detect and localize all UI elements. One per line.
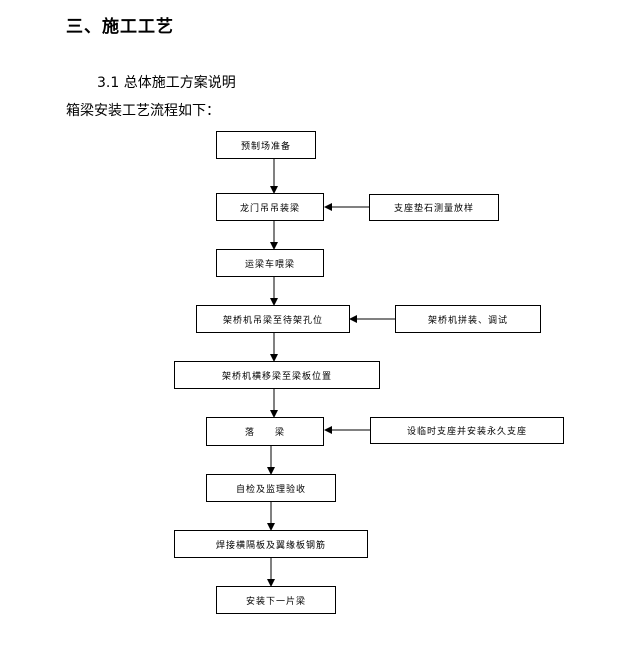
subsection-heading: 3.1 总体施工方案说明 <box>97 75 236 91</box>
flow-step: 焊接横隔板及翼缘板钢筋 <box>174 530 368 558</box>
flow-step: 落 梁 <box>206 417 324 446</box>
side-step: 设临时支座并安装永久支座 <box>370 417 564 444</box>
side-step: 架桥机拼装、调试 <box>395 305 541 333</box>
flow-step: 架桥机吊梁至待架孔位 <box>196 305 350 333</box>
side-step: 支座垫石测量放样 <box>369 194 499 221</box>
intro-text: 箱梁安装工艺流程如下： <box>66 103 220 119</box>
flow-step: 自检及监理验收 <box>206 474 336 502</box>
flow-step: 运梁车喂梁 <box>216 249 324 277</box>
flow-step: 安装下一片梁 <box>216 586 336 614</box>
flow-step: 预制场准备 <box>216 131 316 159</box>
flow-step: 龙门吊吊装梁 <box>216 193 324 221</box>
flow-step: 架桥机横移梁至梁板位置 <box>174 361 380 389</box>
section-heading: 三、施工工艺 <box>66 17 174 37</box>
